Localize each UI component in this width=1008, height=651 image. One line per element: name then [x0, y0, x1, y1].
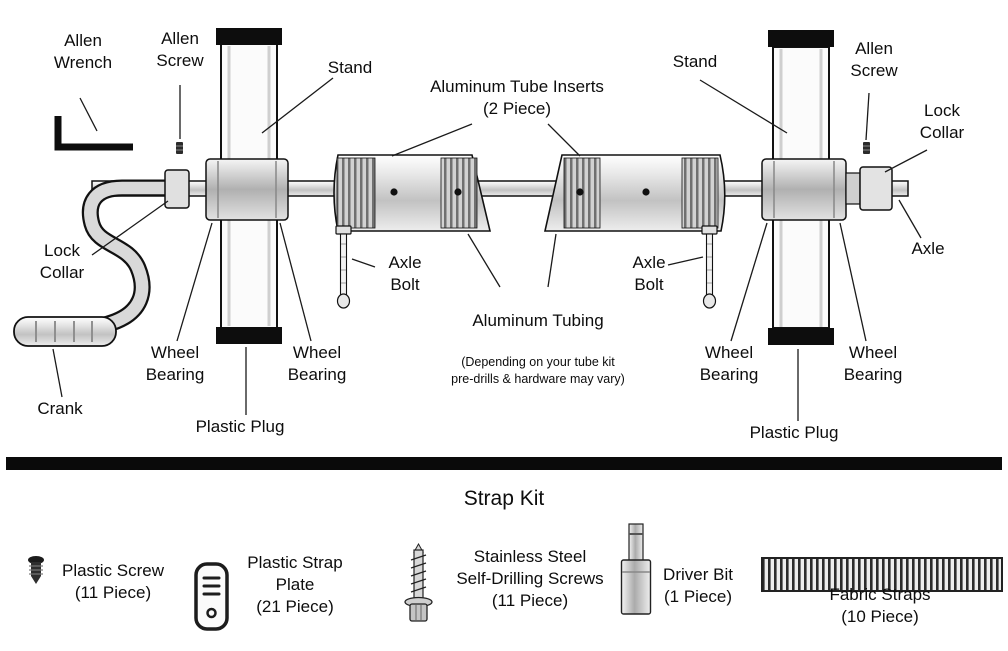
plastic-screw-label: Plastic Screw (11 Piece)	[61, 561, 165, 603]
self-drilling-screws-label: Stainless Steel Self-Drilling Screws (11…	[456, 547, 604, 611]
axle-bolt-left-label: Axle Bolt	[388, 253, 422, 295]
stand-left-label: Stand	[327, 58, 373, 77]
aluminum-tube-insert-left-part	[333, 154, 492, 232]
driver-bit-label: Driver Bit (1 Piece)	[663, 565, 733, 607]
allen-wrench-label: Allen Wrench	[53, 31, 113, 73]
lock-collar-left-label: Lock Collar	[39, 241, 85, 283]
lock-collar-right-label: Lock Collar	[919, 101, 965, 143]
allen-screw-right-icon	[863, 142, 870, 154]
aluminum-tube-insert-right-part	[544, 154, 726, 232]
strap-plate-label: Plastic Strap Plate (21 Piece)	[247, 553, 343, 617]
plastic-plug-left-label: Plastic Plug	[195, 417, 285, 436]
strap-plate-icon	[194, 562, 229, 631]
wheel-bearing-left-part	[205, 158, 289, 221]
self-drilling-screw-icon	[404, 542, 433, 622]
allen-wrench-icon	[54, 116, 133, 151]
driver-bit-icon	[620, 523, 652, 615]
allen-screw-left-icon	[176, 142, 183, 154]
lock-collar-right-part	[845, 166, 893, 211]
wheel-bearing-right-outer-label: Wheel Bearing	[843, 343, 903, 385]
axle-bolt-right-label: Axle Bolt	[632, 253, 666, 295]
plastic-plug-left-bottom-part	[216, 327, 282, 344]
crank-label: Crank	[37, 399, 83, 418]
wheel-bearing-left-inner-label: Wheel Bearing	[287, 343, 347, 385]
axle-label: Axle	[911, 239, 945, 258]
aluminum-tubing-note: (Depending on your tube kit pre-drills &…	[451, 355, 625, 387]
fabric-straps-icon	[761, 557, 1003, 592]
allen-screw-right-label: Allen Screw	[850, 39, 898, 81]
fabric-straps-label: Fabric Straps (10 Piece)	[829, 585, 931, 627]
plastic-plug-right-bottom-part	[768, 328, 834, 345]
allen-screw-left-label: Allen Screw	[156, 29, 204, 71]
plastic-plug-right-label: Plastic Plug	[749, 423, 839, 442]
axle-bolt-left-part	[335, 225, 352, 309]
wheel-bearing-right-inner-label: Wheel Bearing	[699, 343, 759, 385]
plastic-plug-left-top-part	[216, 28, 282, 45]
crank-arm	[81, 179, 179, 338]
section-divider	[6, 457, 1002, 470]
aluminum-tubing-label: Aluminum Tubing (Depending on your tube …	[406, 288, 670, 410]
crank-handle	[13, 316, 117, 347]
wheel-bearing-right-part	[761, 158, 847, 221]
axle-bolt-right-part	[701, 225, 718, 309]
stand-right-label: Stand	[672, 52, 718, 71]
lock-collar-left-part	[164, 169, 190, 209]
leader-lines	[52, 77, 928, 421]
wheel-bearing-left-outer-label: Wheel Bearing	[145, 343, 205, 385]
aluminum-tubing-title: Aluminum Tubing	[472, 311, 604, 331]
strap-kit-title: Strap Kit	[463, 487, 545, 510]
plastic-screw-icon	[28, 556, 44, 584]
plastic-plug-right-top-part	[768, 30, 834, 47]
aluminum-tube-inserts-label: Aluminum Tube Inserts (2 Piece)	[430, 77, 604, 119]
